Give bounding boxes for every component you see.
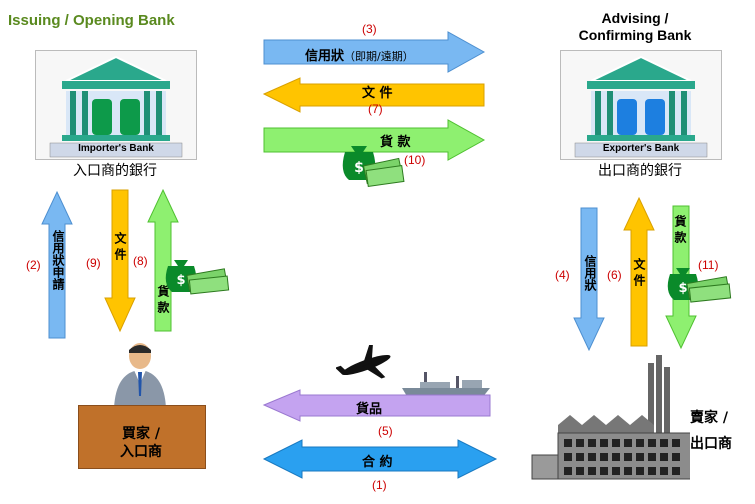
- advising-bank-heading: Advising / Confirming Bank: [555, 10, 715, 44]
- buyer-desk: [78, 405, 206, 469]
- flow-4-num: (4): [555, 268, 570, 282]
- flow-10-label: 貨 款: [380, 135, 411, 150]
- flow-3-label: 信用狀（即期/遠期）: [305, 45, 414, 64]
- flow-11-num: (11): [698, 258, 719, 272]
- flow-3-num: (3): [362, 22, 377, 36]
- flow-1-label: 合 約: [362, 455, 393, 470]
- exporter-bank-plate: Exporter's Bank: [602, 143, 680, 154]
- flow-6-label: 文 件: [632, 258, 646, 287]
- flow-3-sub: （即期/遠期）: [344, 50, 414, 63]
- issuing-bank-heading: Issuing / Opening Bank: [8, 12, 175, 29]
- flow-4-label: 信用狀: [583, 255, 597, 291]
- arrow-letter-of-credit: [263, 31, 486, 73]
- svg-text:$: $: [176, 273, 185, 288]
- factory-icon: [531, 355, 690, 480]
- seller-line-2: 出口商: [690, 436, 732, 452]
- arrow-contract: [262, 439, 498, 479]
- buyer-label: 買家 / 入口商: [78, 425, 204, 461]
- arrow-letter-of-credit-4: [573, 207, 605, 352]
- flow-3-text: 信用狀: [305, 49, 345, 64]
- seller-label: 賣家 / 出口商: [690, 405, 732, 457]
- arrow-goods: [262, 389, 491, 422]
- flow-10-num: (10): [404, 153, 426, 167]
- svg-text:$: $: [678, 281, 687, 296]
- arrow-payment-8: [147, 188, 179, 332]
- importer-bank-card: Importer's Bank: [35, 50, 197, 160]
- seller-line-1: 賣家 /: [690, 410, 728, 426]
- money-bag-icon: $: [667, 268, 732, 303]
- arrow-documents-9: [104, 189, 136, 333]
- advising-line-2: Confirming Bank: [578, 27, 692, 43]
- businessman-icon: [114, 343, 166, 408]
- importer-bank-plate: Importer's Bank: [78, 143, 154, 154]
- buyer-line-2: 入口商: [120, 444, 162, 460]
- arrow-lc-application: [41, 190, 73, 339]
- buyer-line-1: 買家 /: [122, 426, 160, 442]
- arrow-documents-7: [262, 77, 485, 113]
- flow-9-num: (9): [86, 256, 101, 270]
- flow-5-label: 貨品: [356, 402, 383, 417]
- svg-text:$: $: [354, 160, 364, 176]
- flow-8-label: 貨 款: [156, 285, 170, 314]
- arrow-payment-10: [263, 119, 486, 161]
- flow-8-num: (8): [133, 254, 148, 268]
- arrow-documents-6: [623, 196, 655, 347]
- exporter-bank-caption: 出口商的銀行: [598, 163, 682, 179]
- flow-9-label: 文 件: [113, 232, 127, 261]
- flow-6-num: (6): [607, 268, 622, 282]
- bank-building-icon: [49, 55, 183, 158]
- flow-5-num: (5): [378, 424, 393, 438]
- exporter-bank-card: Exporter's Bank: [560, 50, 722, 160]
- money-bag-icon: $: [342, 146, 405, 187]
- airplane-icon: [336, 345, 391, 379]
- flow-2-label: 信用狀申請: [51, 230, 65, 290]
- money-bag-icon: $: [165, 260, 230, 295]
- flow-7-label: 文 件: [362, 86, 393, 101]
- importer-bank-caption: 入口商的銀行: [73, 163, 157, 179]
- bank-building-icon: [574, 55, 708, 158]
- advising-line-1: Advising /: [601, 10, 669, 26]
- flow-11-label: 貨 款: [673, 215, 687, 244]
- flow-1-num: (1): [372, 478, 387, 492]
- flow-7-num: (7): [368, 102, 383, 116]
- flow-2-num: (2): [26, 258, 41, 272]
